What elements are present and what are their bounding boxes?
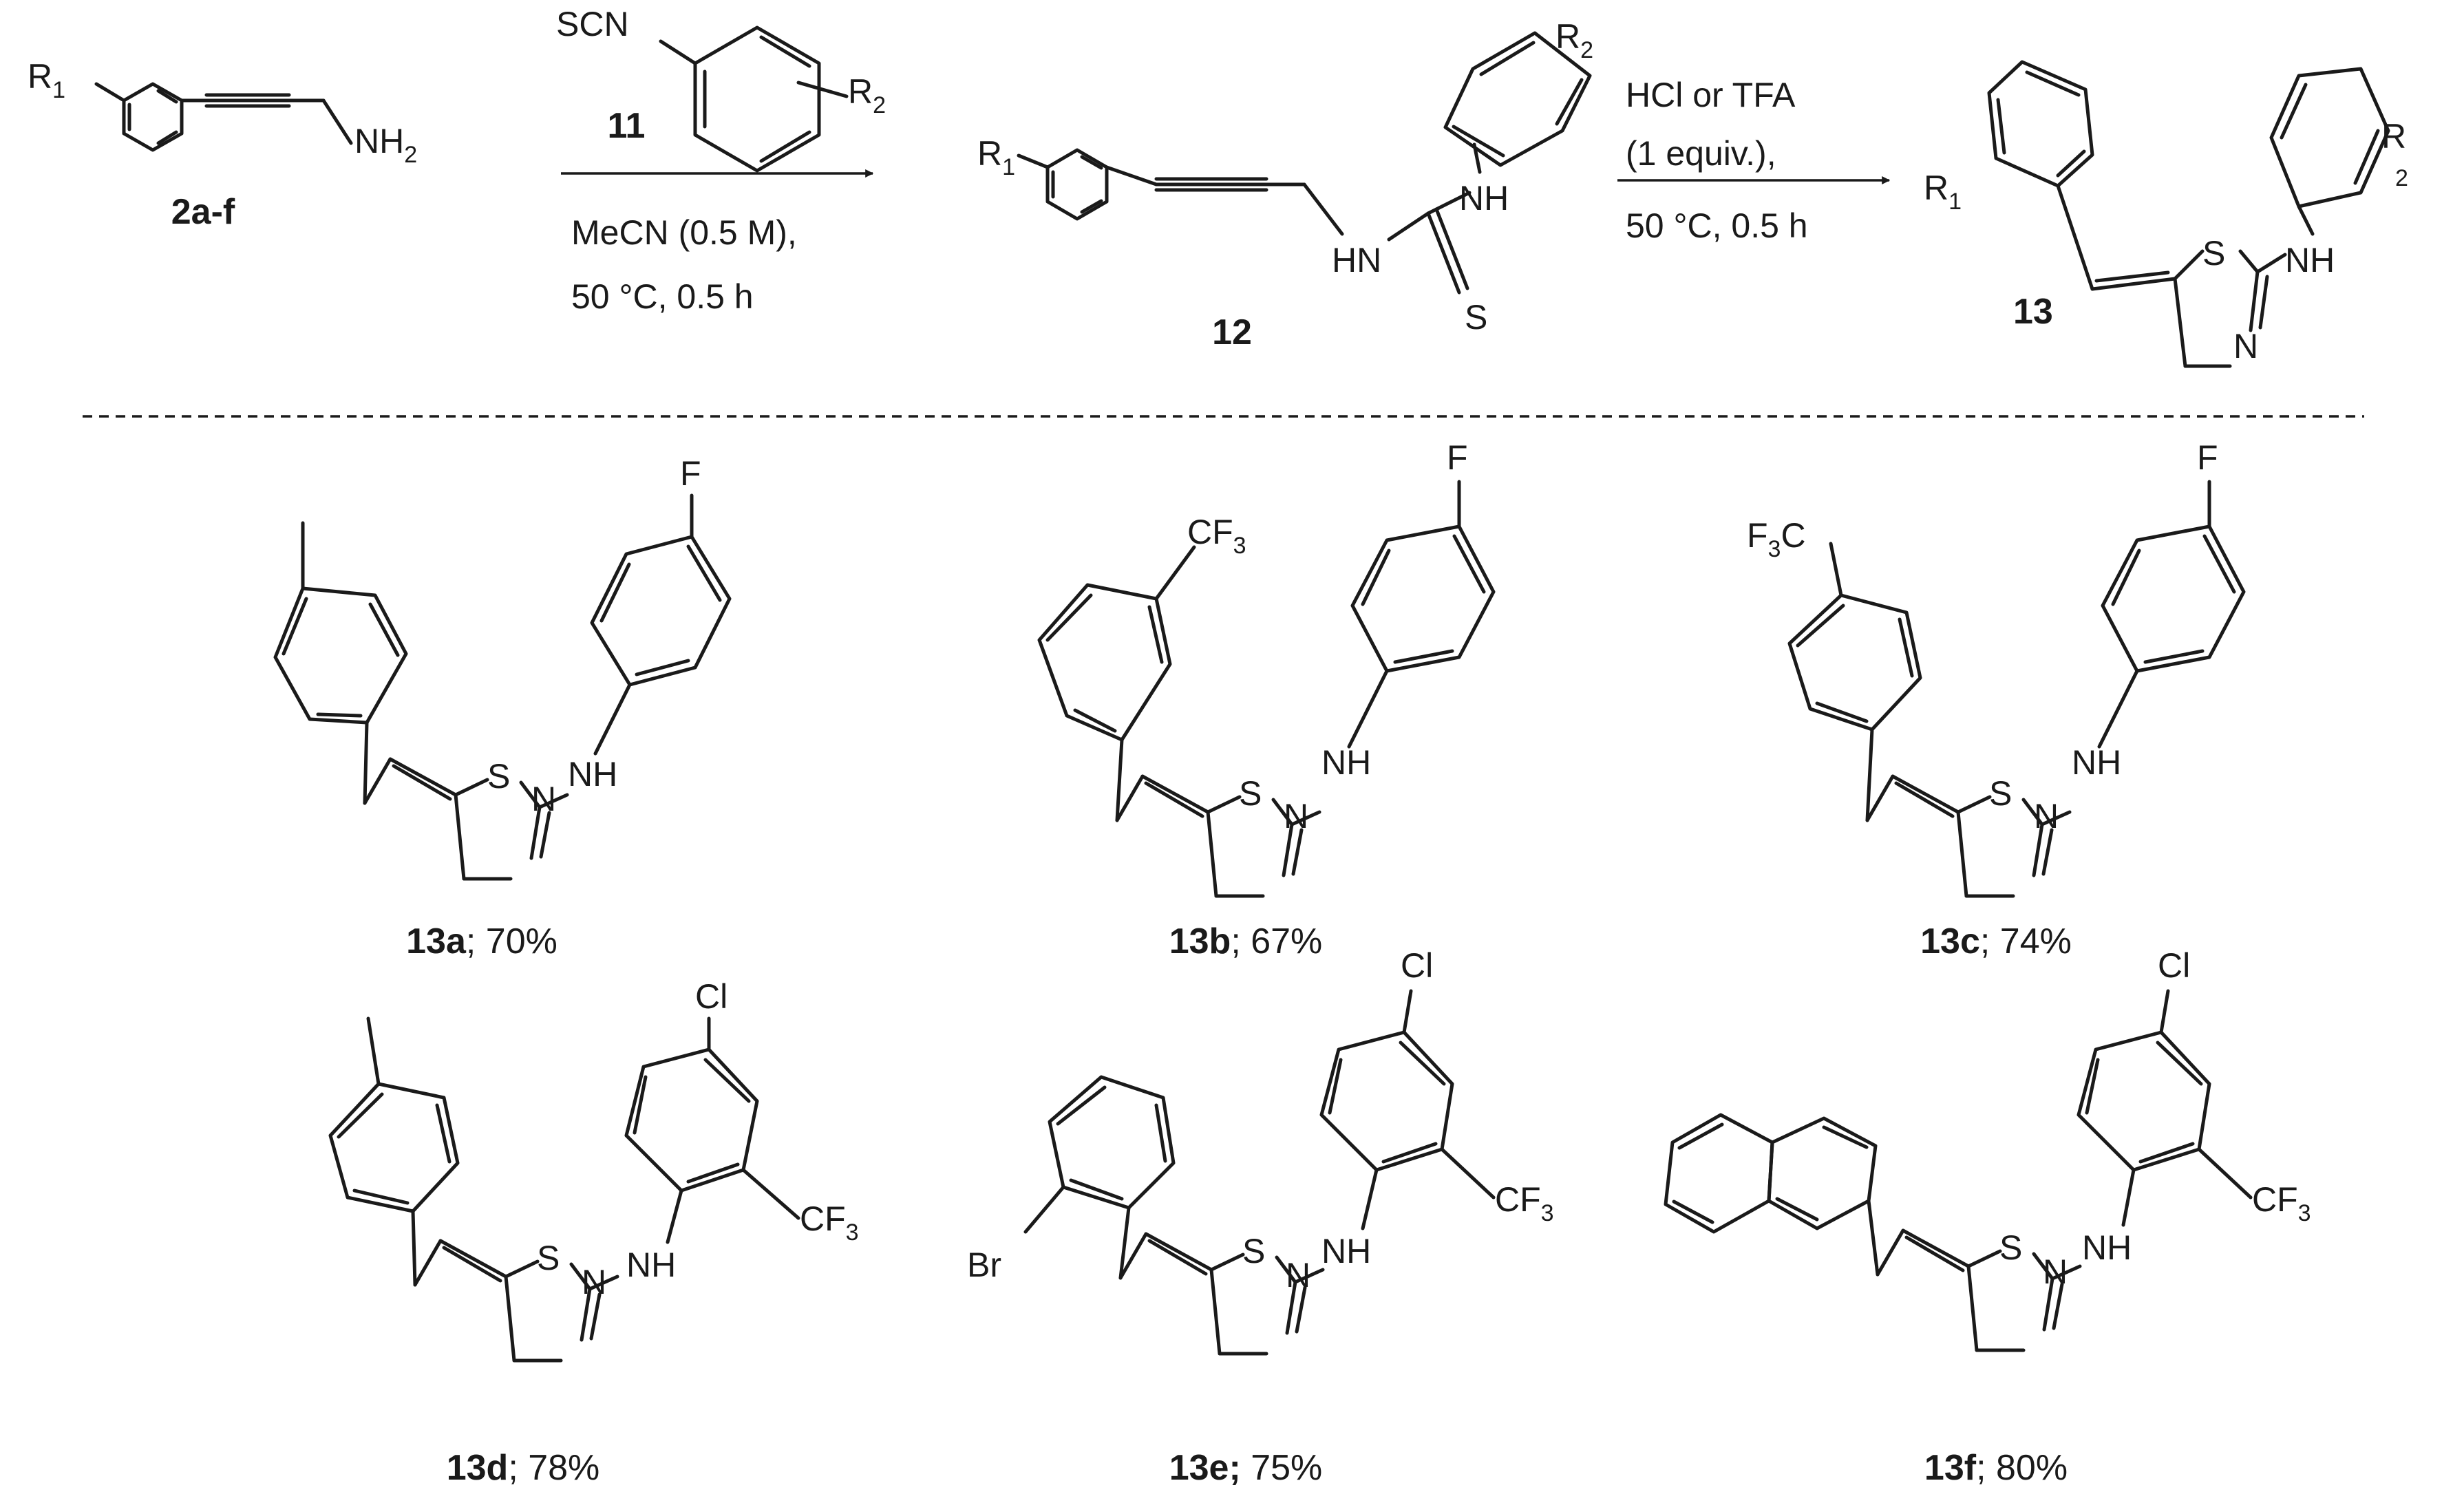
- starting-material-2af: R1 NH2 2a-f: [28, 57, 417, 232]
- step2-equiv: (1 equiv.),: [1626, 134, 1776, 173]
- svg-text:CF3: CF3: [1495, 1180, 1554, 1226]
- product-13e: Br S N NH Cl CF3 13e; 75%: [967, 946, 1554, 1488]
- svg-text:N: N: [582, 1263, 606, 1301]
- svg-text:Cl: Cl: [695, 977, 727, 1016]
- step2-acid: HCl or TFA: [1626, 76, 1796, 114]
- svg-text:F: F: [680, 454, 701, 493]
- svg-text:S: S: [1989, 774, 2012, 813]
- svg-text:Br: Br: [967, 1246, 1001, 1284]
- product-13d: S N NH Cl CF3 13d; 78%: [328, 977, 859, 1488]
- svg-text:13f; 80%: 13f; 80%: [1924, 1448, 2068, 1488]
- svg-text:NH: NH: [2285, 241, 2335, 279]
- svg-text:13c; 74%: 13c; 74%: [1920, 921, 2072, 961]
- svg-text:S: S: [1239, 774, 1262, 813]
- svg-text:R1: R1: [977, 134, 1015, 180]
- svg-text:NH: NH: [1321, 743, 1371, 782]
- label-11: 11: [608, 106, 646, 146]
- svg-text:13e; 75%: 13e; 75%: [1169, 1448, 1323, 1488]
- svg-text:NH2: NH2: [354, 122, 417, 168]
- svg-text:N: N: [1286, 1256, 1310, 1294]
- step2-temp: 50 °C, 0.5 h: [1626, 206, 1808, 245]
- svg-text:R2: R2: [1555, 17, 1593, 63]
- svg-text:NH: NH: [568, 755, 617, 793]
- svg-text:R2: R2: [848, 72, 886, 118]
- svg-text:Cl: Cl: [1401, 946, 1433, 985]
- svg-text:N: N: [531, 780, 556, 818]
- svg-text:N: N: [2034, 797, 2059, 835]
- product-13b: CF3 S N NH F 13b; 67%: [1037, 438, 1496, 961]
- svg-text:S: S: [1465, 298, 1487, 337]
- svg-text:F3C: F3C: [1747, 516, 1806, 562]
- label-13: 13: [2013, 292, 2053, 332]
- svg-text:NH: NH: [1459, 179, 1509, 217]
- product-13a: S N NH F 13a; 70%: [273, 454, 732, 961]
- label-12: 12: [1212, 312, 1252, 352]
- reagent-11: SCN R2 11: [556, 5, 886, 173]
- svg-text:S: S: [487, 757, 510, 796]
- svg-text:NH: NH: [2082, 1228, 2132, 1267]
- svg-text:13b; 67%: 13b; 67%: [1169, 921, 1323, 961]
- svg-text:F: F: [2197, 438, 2218, 477]
- product-13-general: R1 S NH N R 2 13: [1924, 60, 2408, 368]
- product-13c: F3C S N NH F 13c; 74%: [1747, 438, 2246, 961]
- svg-text:SCN: SCN: [556, 5, 629, 43]
- svg-text:CF3: CF3: [800, 1200, 859, 1246]
- svg-text:N: N: [2043, 1252, 2068, 1291]
- svg-text:S: S: [1242, 1232, 1265, 1270]
- svg-text:Cl: Cl: [2158, 946, 2190, 985]
- svg-text:NH: NH: [626, 1246, 676, 1284]
- product-13f: S N NH Cl CF3 13f; 80%: [1664, 946, 2311, 1488]
- svg-text:NH: NH: [2072, 743, 2121, 782]
- svg-text:CF3: CF3: [2252, 1180, 2311, 1226]
- svg-text:13d; 78%: 13d; 78%: [447, 1448, 600, 1488]
- svg-text:N: N: [1284, 797, 1308, 835]
- label-2af: 2a-f: [171, 192, 235, 232]
- svg-text:R1: R1: [28, 57, 65, 103]
- svg-text:S: S: [537, 1239, 560, 1277]
- svg-text:R: R: [2381, 117, 2406, 156]
- svg-text:N: N: [2233, 327, 2258, 365]
- svg-text:2: 2: [2395, 165, 2408, 191]
- svg-text:F: F: [1447, 438, 1468, 477]
- svg-text:HN: HN: [1332, 241, 1381, 279]
- svg-text:NH: NH: [1321, 1232, 1371, 1270]
- step1-temp: 50 °C, 0.5 h: [571, 277, 754, 316]
- intermediate-12: R1 NH HN S R2 12: [977, 17, 1593, 352]
- step1-solvent: MeCN (0.5 M),: [571, 213, 797, 252]
- svg-text:R1: R1: [1924, 169, 1962, 215]
- svg-text:S: S: [2202, 234, 2225, 273]
- svg-text:13a; 70%: 13a; 70%: [406, 921, 557, 961]
- svg-text:S: S: [1999, 1228, 2022, 1267]
- svg-text:CF3: CF3: [1187, 513, 1246, 559]
